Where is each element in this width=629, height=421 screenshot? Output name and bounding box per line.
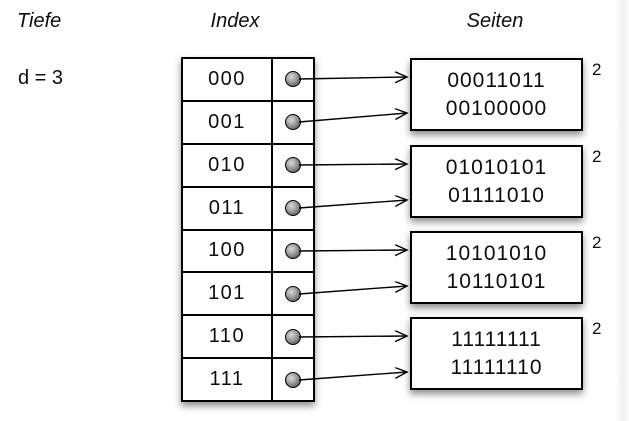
directory-row: 101	[183, 271, 313, 315]
page-entry: 01111010	[448, 183, 545, 207]
pointer-arrow	[298, 250, 407, 251]
directory-key: 001	[183, 101, 273, 143]
local-depth-value: 2	[592, 147, 602, 166]
directory-row: 111	[183, 357, 313, 400]
pointer-arrow	[298, 164, 407, 165]
page-entry: 01010101	[445, 155, 548, 179]
directory-row: 100	[183, 228, 313, 272]
page-entry: 11111111	[451, 327, 542, 351]
page-entry: 10110101	[446, 269, 547, 293]
page-entry: 10101010	[445, 241, 548, 265]
page-bucket: 11111111 11111110	[410, 317, 583, 390]
directory-table: 000 001 010 011 100 101 110 111	[181, 57, 315, 402]
directory-pointer-cell	[273, 273, 313, 314]
pointer-dot-icon	[285, 371, 301, 388]
screen-right-edge-band	[615, 0, 629, 421]
directory-key: 010	[183, 144, 273, 186]
pointer-dot-icon	[285, 157, 301, 174]
directory-pointer-cell	[273, 145, 313, 186]
page-bucket: 01010101 01111010	[410, 145, 583, 218]
directory-key: 101	[183, 273, 273, 315]
directory-row: 001	[183, 99, 313, 143]
local-depth-value: 2	[592, 60, 602, 79]
pointer-dot-icon	[285, 242, 301, 259]
pointer-arrow	[298, 113, 407, 123]
directory-key: 000	[183, 59, 273, 100]
pointer-arrow	[298, 200, 407, 209]
page-entry: 00100000	[445, 96, 548, 120]
pointer-arrow	[298, 77, 407, 79]
page-bucket: 00011011 00100000	[410, 58, 583, 131]
directory-row: 110	[183, 314, 313, 358]
directory-pointer-cell	[273, 359, 313, 400]
pointer-dot-icon	[285, 200, 301, 217]
pointer-dot-icon	[285, 114, 301, 131]
directory-row: 010	[183, 142, 313, 186]
directory-pointer-cell	[273, 316, 313, 357]
global-depth-value: d = 3	[18, 67, 64, 89]
pointer-dot-icon	[285, 328, 301, 345]
directory-pointer-cell	[273, 231, 313, 272]
depth-column-header: Tiefe	[17, 10, 62, 32]
directory-pointer-cell	[273, 188, 313, 229]
directory-pointer-cell	[273, 102, 313, 143]
pointer-arrow	[298, 336, 407, 337]
index-column-header: Index	[210, 10, 260, 32]
directory-key: 111	[183, 359, 273, 400]
local-depth-value: 2	[592, 233, 602, 252]
page-entry: 00011011	[447, 68, 546, 92]
directory-key: 110	[183, 316, 273, 358]
directory-key: 011	[183, 187, 273, 229]
pointer-dot-icon	[285, 285, 301, 302]
pointer-arrow	[298, 286, 407, 295]
local-depth-value: 2	[592, 319, 602, 338]
pointer-dot-icon	[285, 71, 301, 88]
directory-pointer-cell	[273, 59, 313, 100]
directory-row: 011	[183, 185, 313, 229]
directory-key: 100	[183, 230, 273, 272]
page-entry: 11111110	[450, 355, 543, 379]
pointer-arrow	[298, 372, 407, 381]
page-bucket: 10101010 10110101	[410, 231, 583, 304]
directory-row: 000	[183, 59, 313, 100]
pages-column-header: Seiten	[466, 10, 524, 32]
